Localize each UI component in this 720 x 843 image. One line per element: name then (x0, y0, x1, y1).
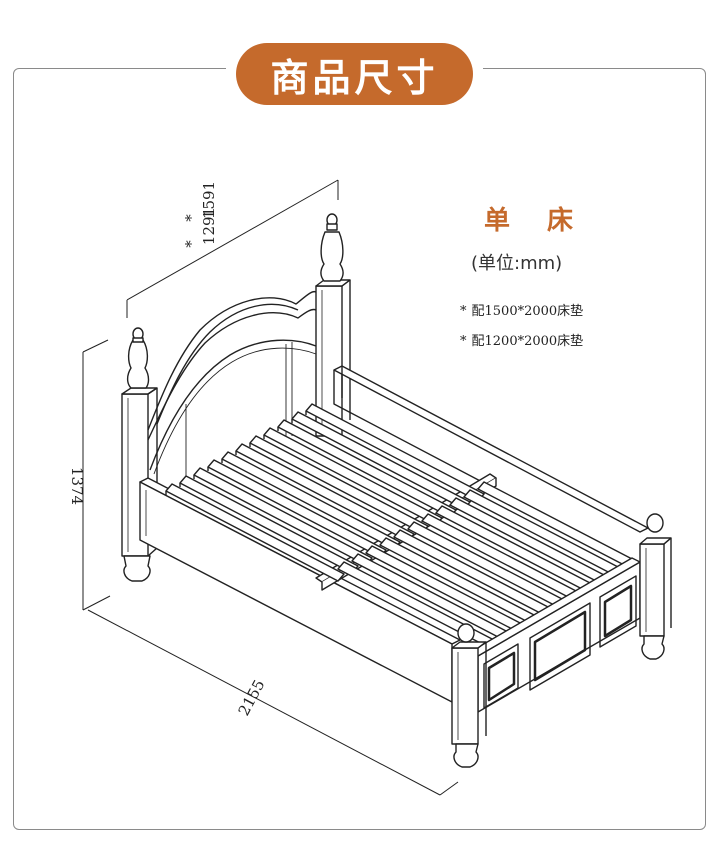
dim-width-b: 1291 (200, 207, 218, 245)
dim-width-lines (126, 179, 339, 318)
note-item-1: * 配1500*2000床垫 (460, 300, 583, 319)
dim-length: 2155 (235, 677, 269, 719)
dim-height-lines (82, 339, 111, 611)
slats-foot-half (337, 481, 635, 648)
dim-length-lines (87, 609, 459, 796)
bed-type-label: 单 床 (484, 206, 588, 236)
dim-width-a: 1591 (200, 181, 218, 219)
page-title: 商品尺寸 (236, 43, 473, 105)
dim-width-texts: * 1591 * 1291 (182, 181, 218, 248)
footboard (451, 513, 672, 768)
slats-head-half (165, 403, 485, 582)
note-text: 配1500*2000床垫 (471, 304, 584, 319)
note-item-2: * 配1200*2000床垫 (460, 330, 583, 349)
note-text: 配1200*2000床垫 (471, 334, 584, 349)
bed-slat (165, 483, 345, 582)
note-star: * (460, 304, 467, 319)
dim-width-star-b: * (182, 240, 200, 248)
note-star: * (460, 334, 467, 349)
dim-height: 1374 (68, 467, 86, 505)
dim-width-star-a: * (182, 214, 200, 222)
unit-label: (单位:mm) (471, 253, 563, 274)
